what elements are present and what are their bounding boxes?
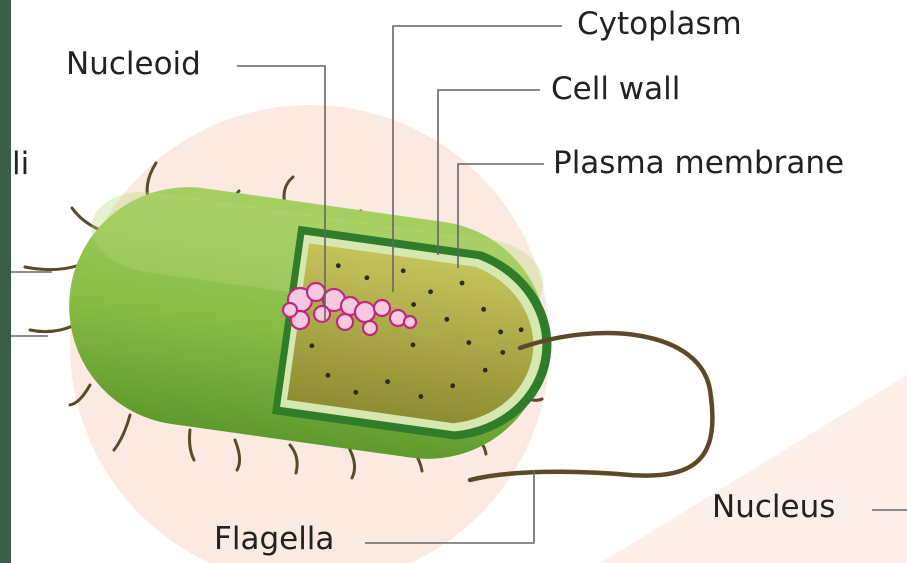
label-nucleoid: Nucleoid: [66, 49, 201, 80]
label-cell-wall: Cell wall: [551, 74, 680, 105]
label-pili-fragment: li: [12, 149, 29, 180]
label-plasma-membrane: Plasma membrane: [553, 148, 844, 179]
label-flagella: Flagella: [214, 524, 334, 555]
background-triangle: [600, 375, 907, 563]
label-cytoplasm: Cytoplasm: [577, 9, 742, 40]
label-nucleus: Nucleus: [712, 492, 835, 523]
